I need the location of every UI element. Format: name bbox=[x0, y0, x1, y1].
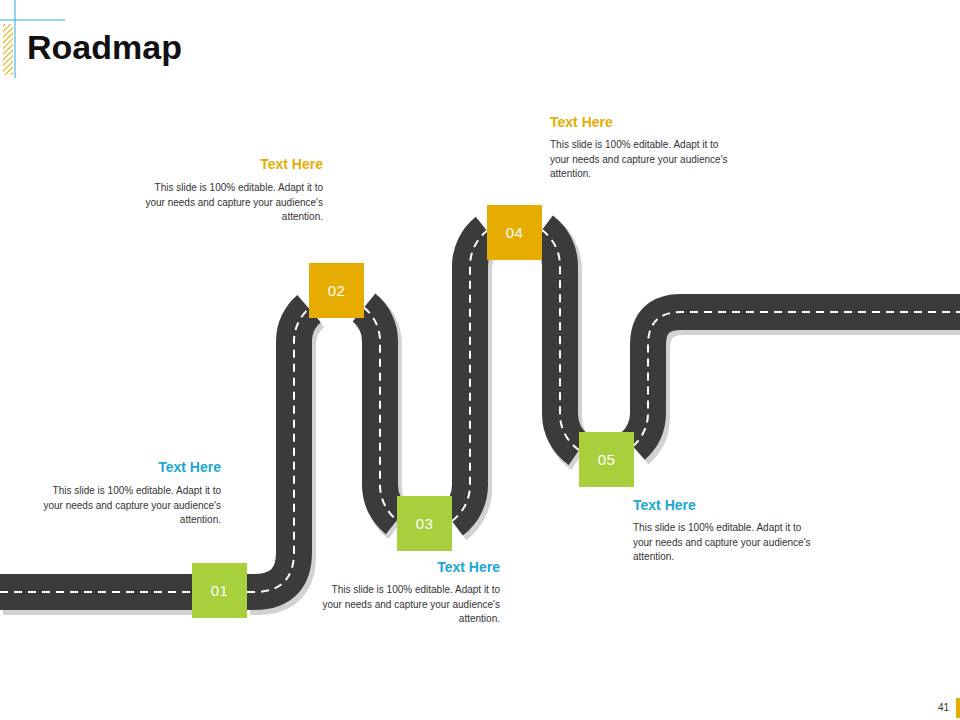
milestone-marker: 03 bbox=[397, 496, 452, 551]
milestone-description: This slide is 100% editable. Adapt it to… bbox=[633, 521, 813, 565]
milestone-heading: Text Here bbox=[550, 114, 730, 131]
road-segment bbox=[452, 231, 490, 525]
milestone-description: This slide is 100% editable. Adapt it to… bbox=[41, 484, 221, 528]
road-surface bbox=[247, 309, 309, 592]
road-exit bbox=[633, 312, 960, 450]
milestone-heading: Text Here bbox=[633, 497, 813, 514]
milestone-heading: Text Here bbox=[41, 459, 221, 476]
road-centerline bbox=[364, 308, 397, 521]
milestone-description: This slide is 100% editable. Adapt it to… bbox=[320, 583, 500, 627]
milestone-description: This slide is 100% editable. Adapt it to… bbox=[550, 138, 730, 182]
road-segment bbox=[542, 230, 582, 454]
road-centerline bbox=[247, 309, 309, 592]
hatched-bar bbox=[3, 24, 13, 75]
slide-title: Roadmap bbox=[27, 27, 182, 67]
road-centerline bbox=[452, 231, 487, 521]
milestone-marker: 05 bbox=[579, 432, 634, 487]
milestone-number: 02 bbox=[328, 282, 346, 299]
road-centerline bbox=[542, 230, 579, 450]
milestone-marker: 04 bbox=[487, 205, 542, 260]
milestone-number: 03 bbox=[416, 515, 434, 532]
road-lead-in bbox=[0, 592, 196, 596]
road-segment bbox=[247, 309, 312, 596]
milestone-heading: Text Here bbox=[143, 156, 323, 173]
road-segment bbox=[364, 308, 400, 525]
corner-line bbox=[0, 20, 65, 21]
page-bar bbox=[956, 698, 960, 718]
milestone-number: 05 bbox=[598, 451, 616, 468]
milestone-number: 01 bbox=[211, 582, 229, 599]
milestone-heading: Text Here bbox=[320, 559, 500, 576]
milestone-marker: 01 bbox=[192, 563, 247, 618]
milestone-description: This slide is 100% editable. Adapt it to… bbox=[143, 181, 323, 225]
road-surface bbox=[542, 230, 579, 450]
milestone-number: 04 bbox=[506, 224, 524, 241]
road-surface bbox=[452, 231, 487, 521]
page-number: 41 bbox=[909, 702, 949, 714]
corner-line bbox=[15, 0, 16, 78]
road-surface bbox=[364, 308, 397, 521]
milestone-marker: 02 bbox=[309, 263, 364, 318]
